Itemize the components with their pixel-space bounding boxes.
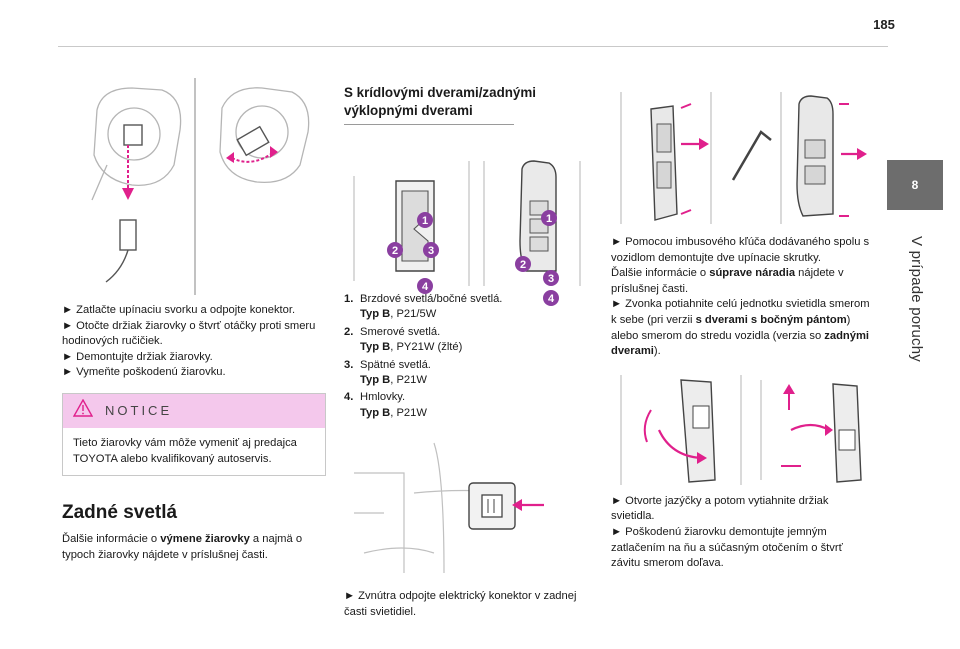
bulb-type: Typ B, PY21W (žlté) bbox=[360, 341, 463, 354]
badge-text: 3 bbox=[548, 273, 554, 285]
step-2: ► Otočte držiak žiarovky o štvrť otáčky … bbox=[62, 319, 316, 348]
badge-text: 2 bbox=[520, 259, 526, 271]
lamp-badge-3-right: 3 bbox=[542, 269, 560, 287]
lamp-removal-drawing bbox=[620, 92, 867, 224]
connector-step: ► Zvnútra odpojte elektrický konektor v … bbox=[344, 590, 577, 618]
fog-lamp-illustration bbox=[62, 70, 324, 295]
top-rule bbox=[58, 46, 888, 47]
notice-title: NOTICE bbox=[105, 403, 173, 419]
badge-text: 4 bbox=[548, 293, 555, 305]
badge-text: 3 bbox=[428, 245, 434, 257]
bulb-holder-illustration bbox=[611, 369, 873, 488]
list-item: 1.Brzdové svetlá/bočné svetlá. bbox=[344, 293, 503, 305]
lamp-list: 1.Brzdové svetlá/bočné svetlá. Typ B, P2… bbox=[344, 292, 594, 421]
fog-lamp-steps: ► Zatlačte upínaciu svorku a odpojte kon… bbox=[62, 303, 324, 381]
badge-text: 4 bbox=[422, 281, 429, 293]
subtitle-door-version: S krídlovými dverami/zadnými výklopnými … bbox=[344, 85, 537, 118]
step-4: ► Vymeňte poškodenú žiarovku. bbox=[62, 366, 226, 379]
chapter-tab[interactable]: 8 bbox=[887, 160, 943, 210]
chapter-title: V prípade poruchy bbox=[908, 236, 925, 362]
column-right: ► Pomocou imbusového kľúča dodávaného sp… bbox=[611, 84, 873, 572]
column-middle: S krídlovými dverami/zadnými výklopnými … bbox=[344, 84, 594, 620]
lamp-badge-3: 3 bbox=[422, 241, 440, 259]
lamp-badge-4: 4 bbox=[416, 277, 434, 295]
step-open-tabs: ► Otvorte jazýčky a potom vytiahnite drž… bbox=[611, 494, 829, 523]
list-item: 3.Spätné svetlá. bbox=[344, 358, 431, 371]
page-number: 185 bbox=[873, 17, 895, 32]
removal-instructions: ► Pomocou imbusového kľúča dodávaného sp… bbox=[611, 235, 873, 360]
badge-text: 1 bbox=[546, 213, 552, 225]
fog-lamp-drawing bbox=[91, 78, 310, 295]
lamp-removal-illustration bbox=[611, 84, 873, 229]
section-title-rear-lights: Zadné svetlá bbox=[62, 502, 178, 524]
step-1: ► Zatlačte upínaciu svorku a odpojte kon… bbox=[62, 304, 296, 316]
notice-text: Tieto žiarovky vám môže vymeniť aj preda… bbox=[73, 436, 297, 465]
lamp-badge-2: 2 bbox=[386, 241, 404, 259]
section-intro: Ďalšie informácie o výmene žiarovky a na… bbox=[62, 533, 303, 561]
step-pull-unit: ► Zvonka potiahnite celú jednotku svieti… bbox=[611, 298, 870, 358]
bulb-type: Typ B, P21W bbox=[360, 374, 427, 387]
connector-illustration bbox=[344, 433, 594, 584]
notice-header: NOTICE bbox=[63, 393, 325, 428]
warning-triangle-icon bbox=[72, 399, 94, 422]
lamp-badge-4-right: 4 bbox=[542, 289, 560, 307]
lamp-badge-1-right: 1 bbox=[540, 209, 558, 227]
notice-box: NOTICE Tieto žiarovky vám môže vymeniť a… bbox=[62, 392, 326, 477]
lamp-badge-2-right: 2 bbox=[514, 255, 532, 273]
subtitle-underline bbox=[344, 124, 514, 125]
badge-text: 2 bbox=[392, 245, 398, 257]
badge-text: 1 bbox=[422, 215, 428, 227]
step-remove-bulb: ► Poškodenú žiarovku demontujte jemným z… bbox=[611, 525, 843, 570]
bulb-type: Typ B, P21W bbox=[360, 406, 427, 419]
toolkit-link[interactable]: súprave náradia bbox=[709, 267, 796, 280]
rear-lamp-illustration: 1 2 3 4 1 2 3 4 bbox=[344, 131, 594, 306]
bulb-replacement-link[interactable]: výmene žiarovky bbox=[160, 533, 250, 546]
step-allen-key: ► Pomocou imbusového kľúča dodávaného sp… bbox=[611, 236, 870, 264]
step-3: ► Demontujte držiak žiarovky. bbox=[62, 350, 213, 363]
bulb-instructions: ► Otvorte jazýčky a potom vytiahnite drž… bbox=[611, 494, 873, 572]
column-left: ► Zatlačte upínaciu svorku a odpojte kon… bbox=[62, 70, 326, 563]
connector-drawing bbox=[354, 443, 544, 574]
bulb-holder-drawing bbox=[620, 374, 862, 485]
bulb-type: Typ B, P21/5W bbox=[360, 308, 437, 321]
toolkit-reference: Ďalšie informácie o súprave náradia nájd… bbox=[611, 267, 844, 295]
list-item: 4.Hmlovky. bbox=[344, 391, 406, 404]
list-item: 2.Smerové svetlá. bbox=[344, 325, 441, 338]
lamp-badge-1: 1 bbox=[416, 211, 434, 229]
